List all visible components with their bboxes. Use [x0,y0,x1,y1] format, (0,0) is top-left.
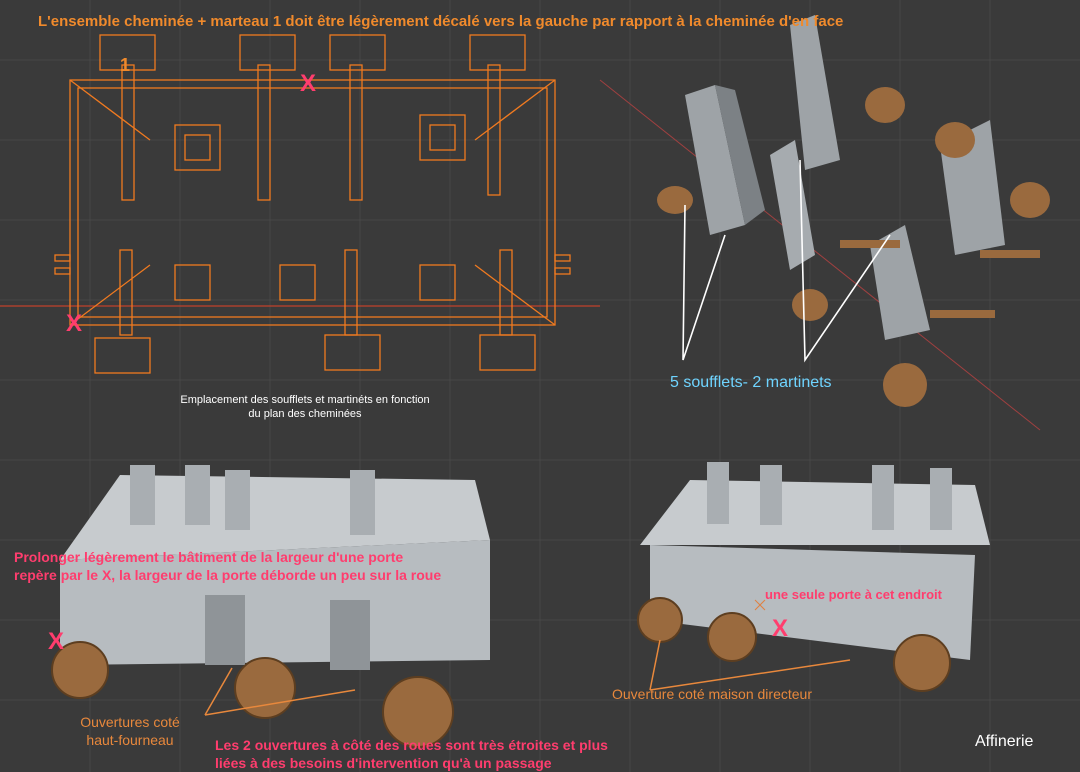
building-left-view [51,465,490,748]
bottom-note: Les 2 ouvertures à côté des roues sont t… [215,736,608,772]
ouvertures-haut-fourneau: Ouvertures coté haut-fourneau [55,713,205,749]
ouverture-directeur-label: Ouverture coté maison directeur [612,686,812,702]
prolonger-note-line1: Prolonger légèrement le bâtiment de la l… [14,549,404,565]
chimney-model-view [599,15,1050,431]
x-marker-top: X [300,70,317,97]
wireframe-plan [0,34,600,374]
affinerie-label: Affinerie [975,733,1034,750]
prolonger-note-line2: repère par le X, la largeur de la porte … [14,567,442,583]
x-marker-plan-corner: X [66,310,83,337]
soufflets-label: 5 soufflets- 2 martinets [670,374,832,391]
plan-caption-line1: Emplacement des soufflets et martinéts e… [180,394,430,406]
ouvertures-haut-line1: Ouvertures coté [80,714,180,730]
building-right-view [637,462,990,692]
top-heading: L'ensemble cheminée + marteau 1 doit êtr… [38,13,844,30]
une-seule-porte-note: une seule porte à cet endroit [765,587,942,602]
x-marker-building-right: X [772,615,789,642]
plan-caption: Emplacement des soufflets et martinéts e… [150,393,460,421]
x-marker-building-left: X [48,628,65,655]
ouvertures-haut-line2: haut-fourneau [86,732,174,748]
bottom-note-line2: liées à des besoins d'intervention qu'à … [215,755,552,771]
marker-1-label: 1 [120,55,131,75]
prolonger-note: Prolonger légèrement le bâtiment de la l… [14,548,441,584]
plan-caption-line2: du plan des cheminées [248,408,362,420]
bottom-note-line1: Les 2 ouvertures à côté des roues sont t… [215,737,608,753]
